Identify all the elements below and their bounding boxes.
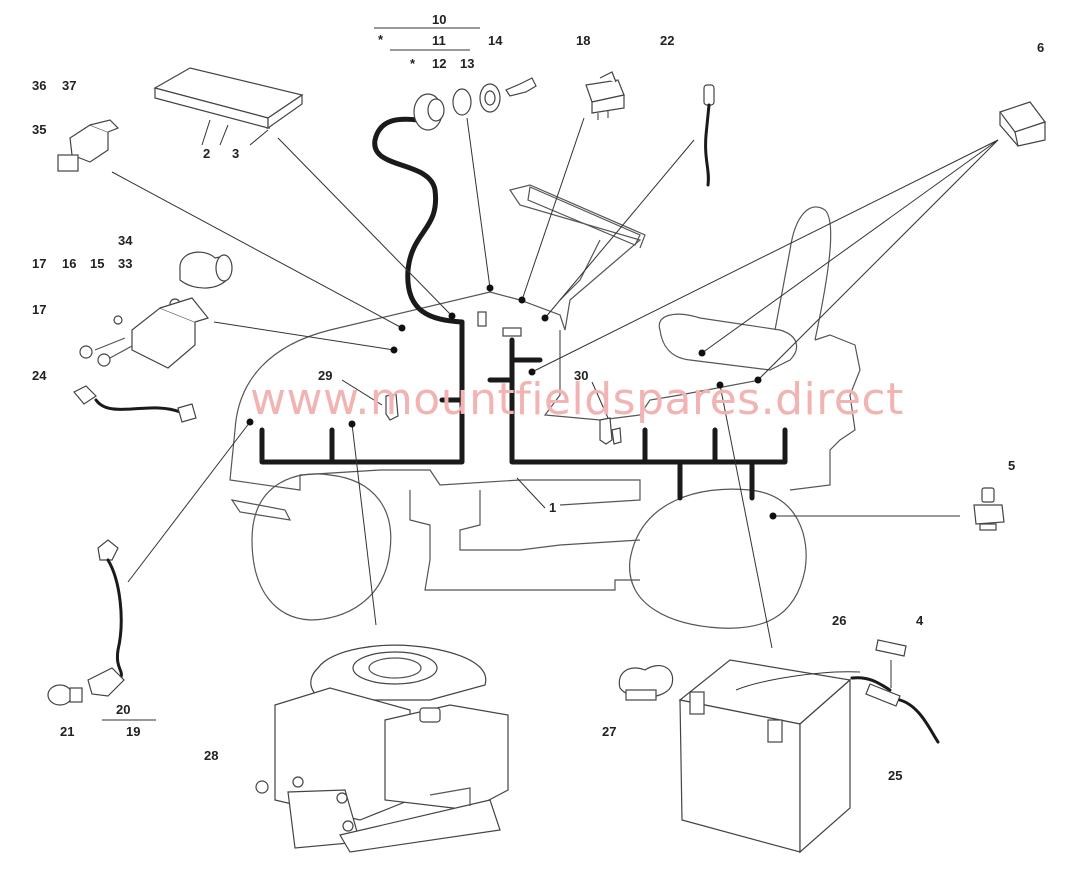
wiring-harness [259,116,788,501]
label-2: 2 [203,146,210,161]
bulb-holder [47,539,125,706]
label-10: 10 [432,12,446,27]
lead-24 [73,385,197,423]
part-labels: 1 2 3 4 5 6 10 * 11 * 12 13 14 15 16 17 … [32,12,1044,783]
circuit-board [153,67,304,146]
label-24: 24 [32,368,47,383]
label-18: 18 [576,33,590,48]
nut-28 [255,780,269,794]
battery [618,639,940,854]
rocker-switch [999,101,1046,147]
label-26: 26 [832,613,846,628]
label-star-2: * [410,56,416,71]
label-28: 28 [204,748,218,763]
tractor-outline [229,184,861,629]
label-17b: 17 [32,302,46,317]
leader-lines [102,27,999,721]
label-37: 37 [62,78,76,93]
label-12: 12 [432,56,446,71]
label-35: 35 [32,122,46,137]
label-5: 5 [1008,458,1015,473]
label-29: 29 [318,368,332,383]
ignition-switch [413,77,537,131]
label-33: 33 [118,256,132,271]
label-22: 22 [660,33,674,48]
label-13: 13 [460,56,474,71]
label-11: 11 [432,33,446,48]
label-15: 15 [90,256,104,271]
seat-switch [585,71,625,120]
label-36: 36 [32,78,46,93]
label-21: 21 [60,724,74,739]
label-27: 27 [602,724,616,739]
pressure-switch [973,487,1005,531]
label-25: 25 [888,768,902,783]
label-20: 20 [116,702,130,717]
engine [274,644,509,853]
relay [57,119,120,172]
label-17a: 17 [32,256,46,271]
label-4: 4 [916,613,924,628]
label-16: 16 [62,256,76,271]
clips [385,393,622,445]
label-34: 34 [118,233,133,248]
sensor-22 [703,84,715,187]
label-19: 19 [126,724,140,739]
label-6: 6 [1037,40,1044,55]
label-14: 14 [488,33,503,48]
label-3: 3 [232,146,239,161]
label-star-1: * [378,32,384,47]
watermark: www.mountfieldspares.direct [250,374,904,425]
solenoid [79,251,233,369]
label-1: 1 [549,500,556,515]
label-30: 30 [574,368,588,383]
